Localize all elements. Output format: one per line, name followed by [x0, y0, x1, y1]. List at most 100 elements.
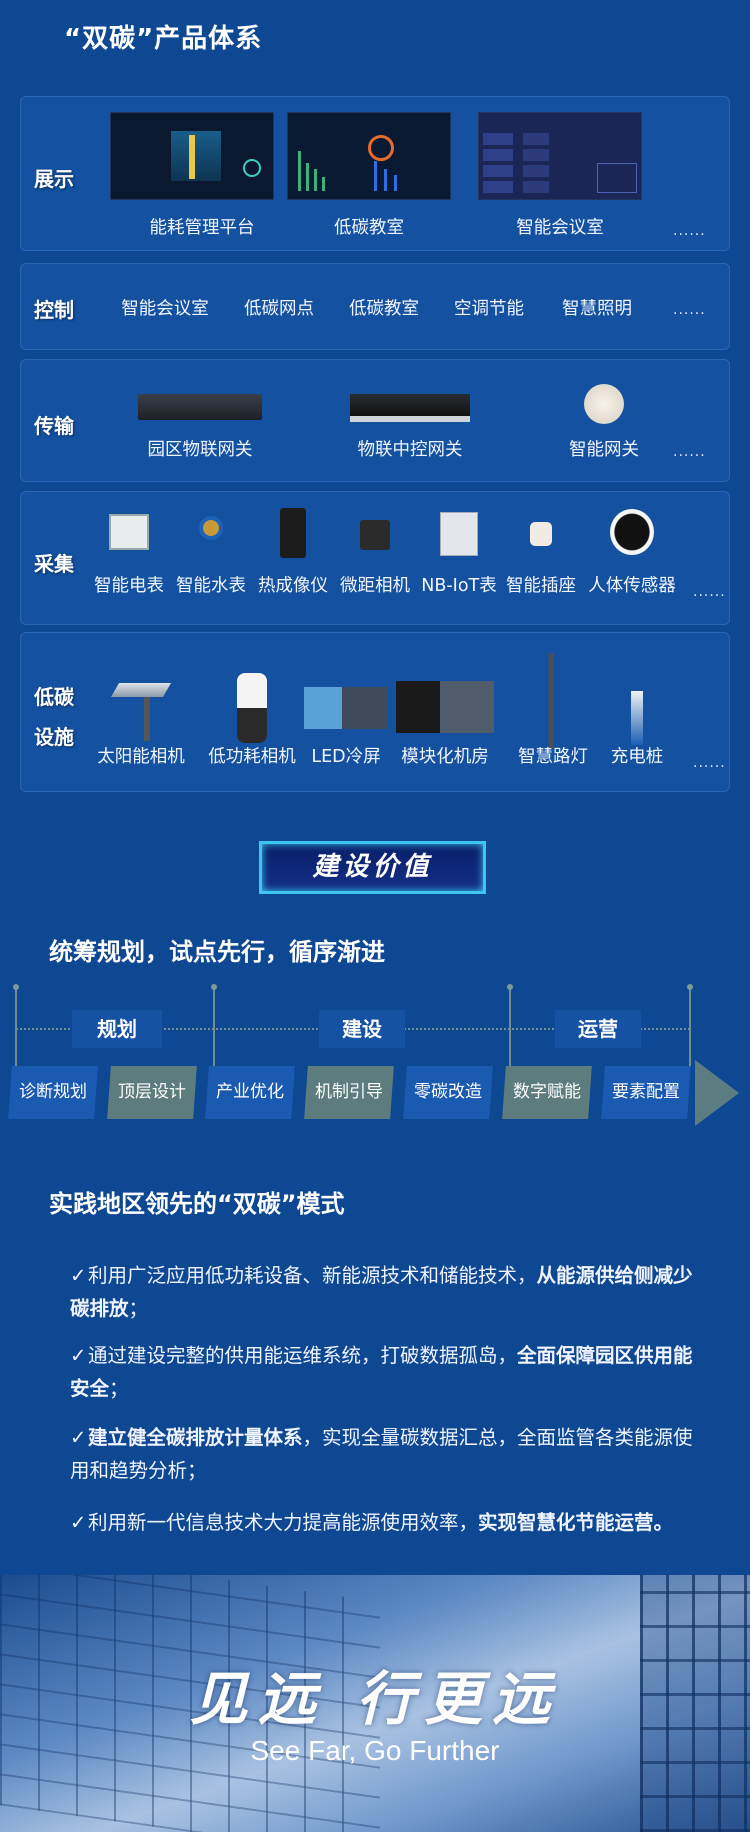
check-icon: ✓: [70, 1264, 87, 1287]
section-label: 传输: [34, 414, 74, 438]
facility-item: 充电桩: [610, 747, 664, 767]
step: 顶层设计: [107, 1066, 197, 1119]
bullet-bold: 建立健全碳排放计量体系: [88, 1426, 303, 1449]
value-badge: 建设价值: [259, 841, 486, 894]
transport-item: 智能网关: [569, 440, 639, 460]
display-item: 能耗管理平台: [149, 218, 255, 238]
calligraphy-slogan: 见远 行更远: [189, 1665, 561, 1733]
bullet-bold: 全面保障园区供用能安全: [70, 1344, 693, 1400]
control-item: 智慧照明: [562, 299, 632, 319]
gateway-device-image: [138, 394, 262, 420]
step-label: 顶层设计: [118, 1082, 186, 1102]
english-slogan: See Far, Go Further: [250, 1735, 500, 1766]
bullet-item: ✓利用新一代信息技术大力提高能源使用效率，实现智慧化节能运营。: [70, 1506, 710, 1539]
bullet-text: ；: [128, 1297, 149, 1320]
transport-item: 园区物联网关: [147, 440, 253, 460]
step: 诊断规划: [8, 1066, 98, 1119]
step: 零碳改造: [403, 1066, 493, 1119]
step-label: 诊断规划: [19, 1082, 87, 1102]
timeline-marker: [687, 984, 693, 1067]
section-label: 设施: [34, 725, 74, 749]
facility-item: 智慧路灯: [518, 747, 588, 767]
bullet-item: ✓建立健全碳排放计量体系，实现全量碳数据汇总，全面监管各类能源使用和趋势分析；: [70, 1421, 710, 1487]
building-glass-right: [640, 1575, 750, 1832]
slogan-banner: 见远 行更远 See Far, Go Further: [0, 1575, 750, 1832]
page-title: “双碳”产品体系: [64, 24, 263, 54]
display-item: 低碳教室: [334, 218, 404, 238]
section-label: 控制: [34, 298, 74, 322]
low-power-camera-image: [237, 673, 267, 743]
more-indicator: ......: [693, 755, 726, 771]
bullet-bold: 实现智慧化节能运营。: [478, 1511, 674, 1534]
more-indicator: ......: [673, 223, 706, 239]
step-label: 要素配置: [612, 1082, 680, 1102]
nb-iot-meter-image: [440, 512, 478, 556]
step-label: 数字赋能: [513, 1082, 581, 1102]
section-label: 采集: [34, 552, 74, 576]
control-item: 智能会议室: [121, 299, 209, 319]
timeline-arrow-icon: [695, 1060, 739, 1126]
collect-item: NB-IoT表: [421, 576, 497, 596]
bullet-bold: 从能源供给侧减少碳排放: [70, 1264, 693, 1320]
facility-item: LED冷屏: [311, 747, 381, 767]
collect-item: 热成像仪: [258, 576, 328, 596]
timeline-marker: [507, 984, 513, 1067]
timeline-marker: [211, 984, 217, 1067]
display-item: 智能会议室: [516, 218, 604, 238]
panel-collect: 采集 智能电表 智能水表 热成像仪 微距相机 NB-IoT表 智能插座 人体传感…: [20, 491, 730, 625]
collect-item: 智能水表: [176, 576, 246, 596]
check-icon: ✓: [70, 1426, 87, 1449]
electric-meter-image: [109, 514, 149, 550]
bullet-text: 通过建设完整的供用能运维系统，打破数据孤岛，: [88, 1344, 518, 1367]
phase-operation: 运营: [555, 1010, 641, 1048]
step-label: 零碳改造: [414, 1082, 482, 1102]
facility-item: 太阳能相机: [97, 747, 185, 767]
control-item: 空调节能: [454, 299, 524, 319]
solar-camera-image: [110, 683, 172, 697]
section-label: 低碳: [34, 685, 74, 709]
thermal-imager-image: [280, 508, 306, 558]
modular-datacenter-image: [396, 681, 494, 733]
smart-streetlight-image: [548, 653, 554, 749]
phase-construction: 建设: [319, 1010, 405, 1048]
check-icon: ✓: [70, 1344, 87, 1367]
phase-planning: 规划: [72, 1010, 162, 1048]
check-icon: ✓: [70, 1511, 87, 1534]
collect-item: 智能电表: [94, 576, 164, 596]
charging-pile-image: [631, 691, 643, 745]
more-indicator: ......: [673, 444, 706, 460]
low-carbon-classroom-screenshot[interactable]: [287, 112, 451, 200]
more-indicator: ......: [673, 302, 706, 318]
step-label: 机制引导: [315, 1082, 383, 1102]
collect-item: 微距相机: [340, 576, 410, 596]
more-indicator: ......: [693, 584, 726, 600]
panel-facility: 低碳 设施 太阳能相机 低功耗相机 LED冷屏 模块化机房 智慧路灯 充电桩 .…: [20, 632, 730, 792]
bullet-text: ，实现全量碳数据汇总，全面监管各类能源使用和趋势分析；: [70, 1426, 693, 1482]
energy-platform-screenshot[interactable]: [110, 112, 274, 200]
control-item: 低碳网点: [244, 299, 314, 319]
led-screen-image: [304, 687, 388, 729]
value-subtitle: 统筹规划，试点先行，循序渐进: [49, 938, 385, 966]
facility-item: 模块化机房: [401, 747, 489, 767]
panel-control: 控制 智能会议室 低碳网点 低碳教室 空调节能 智慧照明 ......: [20, 263, 730, 350]
bullet-item: ✓利用广泛应用低功耗设备、新能源技术和储能技术，从能源供给侧减少碳排放；: [70, 1259, 710, 1325]
macro-camera-image: [360, 520, 390, 550]
collect-item: 人体传感器: [588, 576, 676, 596]
panel-display: 展示 能耗管理平台 低碳教室 智能会议室 ......: [20, 96, 730, 251]
step: 产业优化: [205, 1066, 295, 1119]
bullet-text: ；: [109, 1377, 129, 1400]
smart-meeting-room-screenshot[interactable]: [478, 112, 642, 200]
mode-heading: 实践地区领先的“双碳”模式: [49, 1190, 345, 1218]
collect-item: 智能插座: [506, 576, 576, 596]
water-meter-image: [199, 516, 223, 540]
smart-socket-image: [530, 522, 552, 546]
step-label: 产业优化: [216, 1082, 284, 1102]
step: 机制引导: [304, 1066, 394, 1119]
smart-gateway-image: [584, 384, 624, 424]
transport-item: 物联中控网关: [357, 440, 463, 460]
section-label: 展示: [34, 167, 74, 191]
control-item: 低碳教室: [349, 299, 419, 319]
facility-item: 低功耗相机: [208, 747, 296, 767]
step: 要素配置: [601, 1066, 691, 1119]
step: 数字赋能: [502, 1066, 592, 1119]
